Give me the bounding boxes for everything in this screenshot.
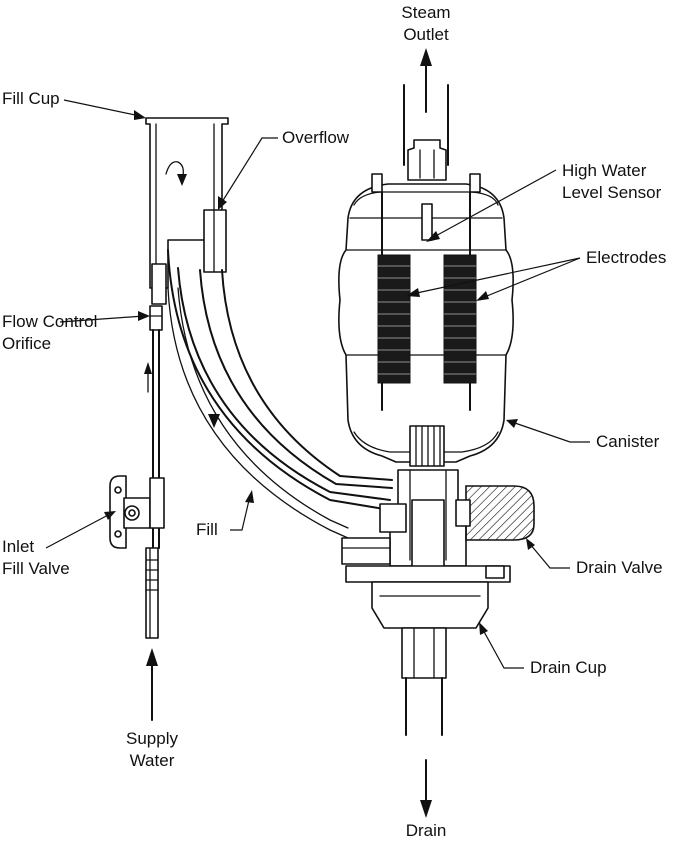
valve-body <box>345 469 511 583</box>
drain-cup <box>371 581 489 679</box>
overflow-tube <box>203 209 227 273</box>
fill-cup <box>145 117 229 305</box>
drain-arrow <box>420 759 432 818</box>
hose-fittings <box>341 503 407 565</box>
label-canister: Canister <box>596 432 660 451</box>
fill-hose <box>167 249 393 539</box>
label-inlet-fill-valve: Inlet Fill Valve <box>2 537 70 578</box>
flow-up-arrow <box>144 362 152 393</box>
steam-arrow <box>420 48 432 113</box>
label-drain: Drain <box>405 821 447 840</box>
inlet-fill-valve <box>109 475 165 549</box>
steam-outlet-tube <box>403 84 449 181</box>
label-high-water-level-sensor: High Water Level Sensor <box>562 161 662 202</box>
supply-arrow <box>146 648 158 721</box>
electrode-left <box>377 191 411 411</box>
label-overflow: Overflow <box>282 128 350 147</box>
label-supply-water: Supply Water <box>126 729 178 770</box>
label-electrodes: Electrodes <box>586 248 667 267</box>
label-steam-outlet: Steam Outlet <box>401 3 451 44</box>
leader-lines <box>45 99 590 669</box>
label-flow-control-orifice: Flow Control Orifice <box>2 312 98 353</box>
label-drain-valve: Drain Valve <box>576 558 663 577</box>
canister <box>338 173 514 467</box>
supply-line <box>145 305 163 639</box>
drain-tube <box>405 677 443 736</box>
label-fill-cup: Fill Cup <box>2 89 60 108</box>
electrode-right <box>443 191 477 411</box>
label-fill: Fill <box>196 520 218 539</box>
label-drain-cup: Drain Cup <box>530 658 607 677</box>
drain-valve <box>455 485 535 541</box>
